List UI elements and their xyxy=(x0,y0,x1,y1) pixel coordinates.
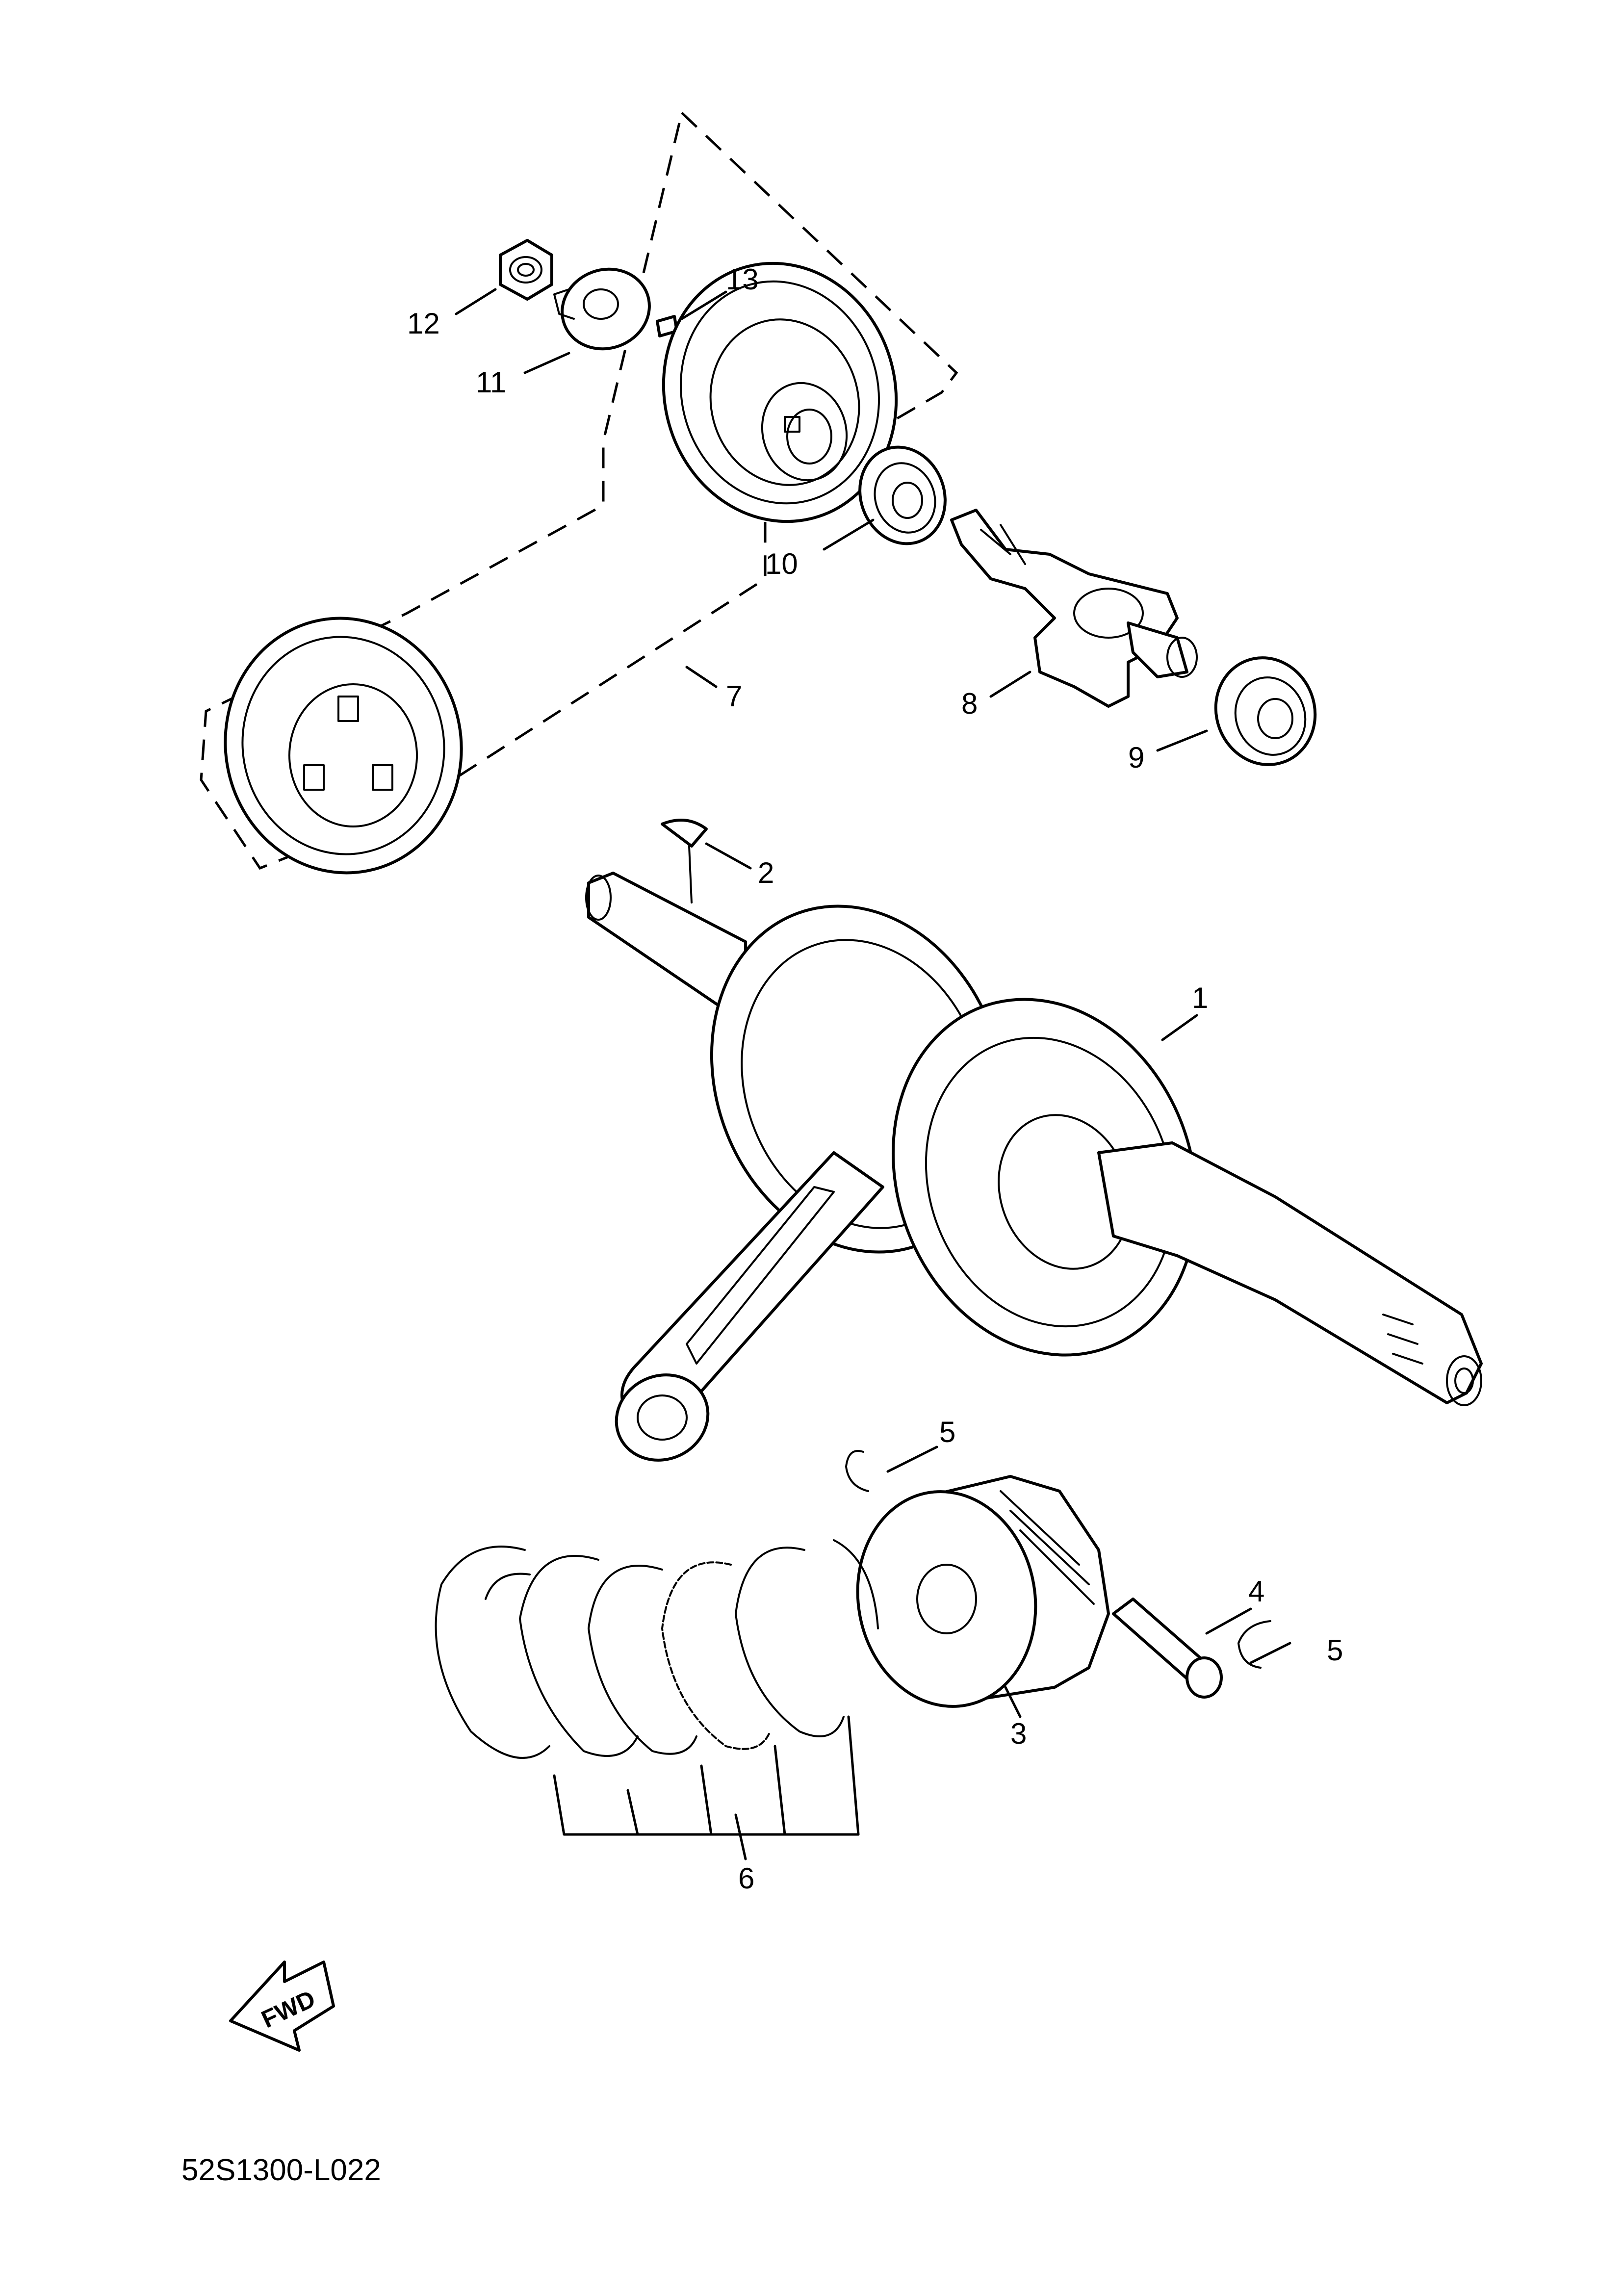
callout-1: 1 xyxy=(1192,981,1208,1014)
bearing-part-10 xyxy=(858,445,947,545)
callout-13: 13 xyxy=(726,263,759,296)
piston-part-3 xyxy=(856,1475,1110,1708)
upper-gear xyxy=(662,261,898,523)
lower-gear xyxy=(224,617,463,875)
woodruff-key-part-2 xyxy=(661,819,708,903)
callout-numbers: 1 2 3 4 5 5 6 7 8 9 10 11 12 13 xyxy=(407,263,1343,1895)
circlip-part-5-upper xyxy=(845,1450,869,1492)
bearing-part-9 xyxy=(1214,656,1317,766)
callout-5-right: 5 xyxy=(1327,1634,1343,1667)
fwd-arrow-icon: FWD xyxy=(229,1961,335,2052)
callout-3: 3 xyxy=(1010,1717,1027,1750)
piston-rings-part-6 xyxy=(435,1539,879,1836)
washer-part-11 xyxy=(553,267,651,351)
callout-7: 7 xyxy=(726,680,742,713)
callout-4: 4 xyxy=(1248,1575,1264,1608)
callout-10: 10 xyxy=(765,547,798,580)
callout-9: 9 xyxy=(1128,741,1144,774)
callout-2: 2 xyxy=(758,856,774,889)
callout-6: 6 xyxy=(738,1862,754,1895)
leader-lines xyxy=(455,288,1291,1860)
callout-11: 11 xyxy=(476,366,506,399)
callout-8: 8 xyxy=(961,687,978,720)
circlip-part-5-right xyxy=(1237,1620,1271,1669)
piston-pin-part-4 xyxy=(1112,1598,1223,1699)
assembly-boundary-7 xyxy=(200,110,958,870)
nut-part-12 xyxy=(499,239,553,301)
callout-5-upper: 5 xyxy=(939,1416,955,1448)
callout-12: 12 xyxy=(407,307,440,340)
diagram-code: 52S1300-L022 xyxy=(181,2153,381,2187)
balancer-shaft-part-8 xyxy=(950,509,1198,708)
crankshaft-part-1 xyxy=(585,872,1483,1462)
